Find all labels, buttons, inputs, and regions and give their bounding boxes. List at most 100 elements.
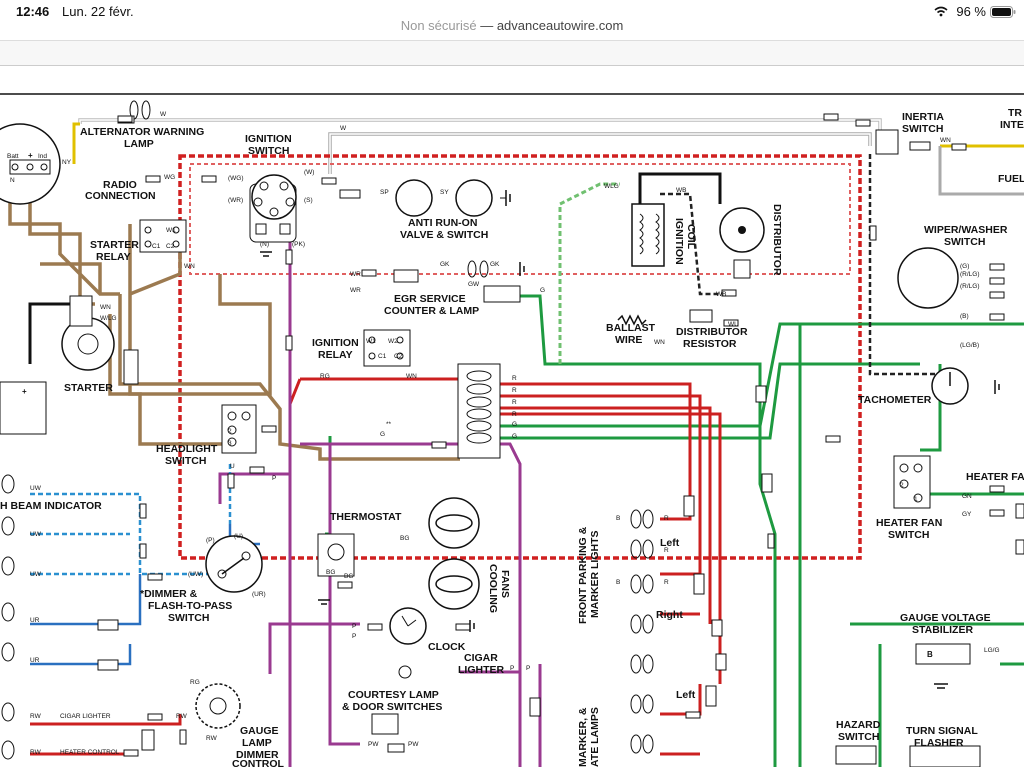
hl-term-2: 2 xyxy=(228,428,232,435)
code-wg-paren: (WG) xyxy=(228,175,244,182)
ign-relay-c2: C2 xyxy=(394,353,403,360)
code-p-3: P xyxy=(352,633,356,640)
egr-symbol xyxy=(393,260,521,303)
code-pk-paren: (PK) xyxy=(292,241,305,248)
wire-code-labels: W NY N W WG (WG) (WR) (W) (S) (N) (PK) S… xyxy=(10,111,1000,756)
top-right-cut-1: TR xyxy=(1008,107,1022,119)
ignition-relay-label-1: IGNITION xyxy=(312,337,359,349)
code-g-2: G xyxy=(512,421,517,428)
clock-symbol xyxy=(389,607,427,645)
headlight-switch-symbol xyxy=(221,404,257,454)
status-time: 12:46 xyxy=(16,4,50,19)
coil-label-1: IGNITION xyxy=(673,218,685,265)
front-lamps-symbols xyxy=(630,509,654,754)
code-rw-4: RW xyxy=(206,735,218,742)
inertia-label-1: INERTIA xyxy=(902,111,944,123)
connector-marks xyxy=(97,113,1024,757)
starter-relay-label-2: RELAY xyxy=(96,251,131,263)
front-parking-label-2: MARKER LIGHTS xyxy=(589,531,601,619)
hf-term-2: 2 xyxy=(900,482,904,489)
heater-switch-label-1: HEATER FAN xyxy=(876,517,942,529)
code-u-paren: (U) xyxy=(234,533,243,540)
code-uw-paren: (UW) xyxy=(188,571,203,578)
code-r-4: R xyxy=(512,411,517,418)
code-w-1: W xyxy=(160,111,167,118)
code-rg-2: RG xyxy=(190,679,200,686)
flasher-label-1: TURN SIGNAL xyxy=(906,725,978,737)
security-label: Non sécurisé xyxy=(400,18,477,33)
code-u: U xyxy=(230,463,235,470)
stabilizer-label-1: GAUGE VOLTAGE xyxy=(900,612,991,624)
wiper-label-1: WIPER/WASHER xyxy=(924,224,1008,236)
cigar-lighter-symbol xyxy=(398,665,412,679)
code-wlg: WLG xyxy=(604,183,619,190)
code-sp: SP xyxy=(380,189,389,196)
code-r-5: R xyxy=(664,515,669,522)
courtesy-label-1: COURTESY LAMP xyxy=(348,689,439,701)
code-g-4: G xyxy=(380,431,385,438)
code-p-paren: (P) xyxy=(206,537,215,544)
code-w-lg: W/LG xyxy=(100,315,117,322)
battery-symbol xyxy=(0,381,47,435)
code-p-2: P xyxy=(352,623,356,630)
front-parking-label-1: FRONT PARKING & xyxy=(577,526,589,624)
address-separator: — xyxy=(476,18,497,33)
heater-switch-label-2: SWITCH xyxy=(888,529,929,541)
inertia-label-2: SWITCH xyxy=(902,123,943,135)
code-wr-paren: (WR) xyxy=(228,197,243,204)
clock-label: CLOCK xyxy=(428,641,466,653)
code-lg-b: (LG/B) xyxy=(960,342,979,349)
code-gk-1: GK xyxy=(440,261,450,268)
ignition-switch-symbol xyxy=(249,174,297,243)
thermostat-symbol xyxy=(317,533,355,577)
alternator-symbol: Batt + Ind xyxy=(0,123,61,205)
ballast-wire-symbol xyxy=(617,314,647,326)
code-r-lg-2: (R/LG) xyxy=(960,283,980,290)
dimmer-label-3: SWITCH xyxy=(168,612,209,624)
ignition-relay-symbol xyxy=(363,329,411,367)
code-g-paren: (G) xyxy=(960,263,969,270)
battery-plus: + xyxy=(22,387,27,396)
rear-marker-label-2: ATE LAMPS xyxy=(589,707,601,767)
code-ur-1: UR xyxy=(30,617,40,624)
tachometer-label: TACHOMETER xyxy=(858,394,932,406)
hf-term-1: 1 xyxy=(914,496,918,503)
ballast-label-2: WIRE xyxy=(615,334,642,346)
code-s-paren: (S) xyxy=(304,197,313,204)
code-wr-2: WR xyxy=(350,287,361,294)
ignition-switch-label-2: SWITCH xyxy=(248,145,289,157)
wiring-diagram: Batt + Ind ALTERNATOR WARNING LAMP IGNIT… xyxy=(0,93,1024,767)
gauge-dimmer-label-1: GAUGE xyxy=(240,725,279,737)
anti-run-on-label-2: VALVE & SWITCH xyxy=(400,229,488,241)
code-r-6: R xyxy=(664,547,669,554)
thermostat-label: THERMOSTAT xyxy=(330,511,402,523)
egr-label-2: COUNTER & LAMP xyxy=(384,305,479,317)
address-bar[interactable]: Non sécurisé — advanceautowire.com xyxy=(0,18,1024,40)
code-p-4: P xyxy=(510,665,514,672)
fuel-label: FUEL xyxy=(998,173,1024,185)
code-g-3: G xyxy=(512,433,517,440)
code-b-paren: (B) xyxy=(960,313,969,320)
code-heater: HEATER CONTROL xyxy=(60,749,120,756)
starter-relay-label-1: STARTER xyxy=(90,239,139,251)
anti-run-on-symbol xyxy=(395,179,506,217)
plus-terminal-label: + xyxy=(28,151,33,160)
battery-percent: 96 % xyxy=(956,4,986,19)
courtesy-label-2: & DOOR SWITCHES xyxy=(342,701,442,713)
cooling-fans-label-1: COOLING xyxy=(487,564,499,613)
code-r-7: R xyxy=(664,579,669,586)
code-wg: WG xyxy=(164,174,175,181)
code-rw-3: RW xyxy=(176,713,188,720)
dimmer-label-1: *DIMMER & xyxy=(140,588,198,600)
toolbar-strip xyxy=(0,40,1024,66)
wiper-switch-symbol xyxy=(897,247,959,309)
hazard-switch-symbol xyxy=(835,745,877,765)
code-bg-2: BG xyxy=(400,535,409,542)
wiper-label-2: SWITCH xyxy=(944,236,985,248)
code-wn-5: WN xyxy=(940,137,951,144)
code-sy: SY xyxy=(440,189,449,196)
code-g-1: G xyxy=(540,287,545,294)
code-wn-4: WN xyxy=(654,339,665,346)
left-label-2: Left xyxy=(676,689,696,701)
hazard-label-2: SWITCH xyxy=(838,731,879,743)
